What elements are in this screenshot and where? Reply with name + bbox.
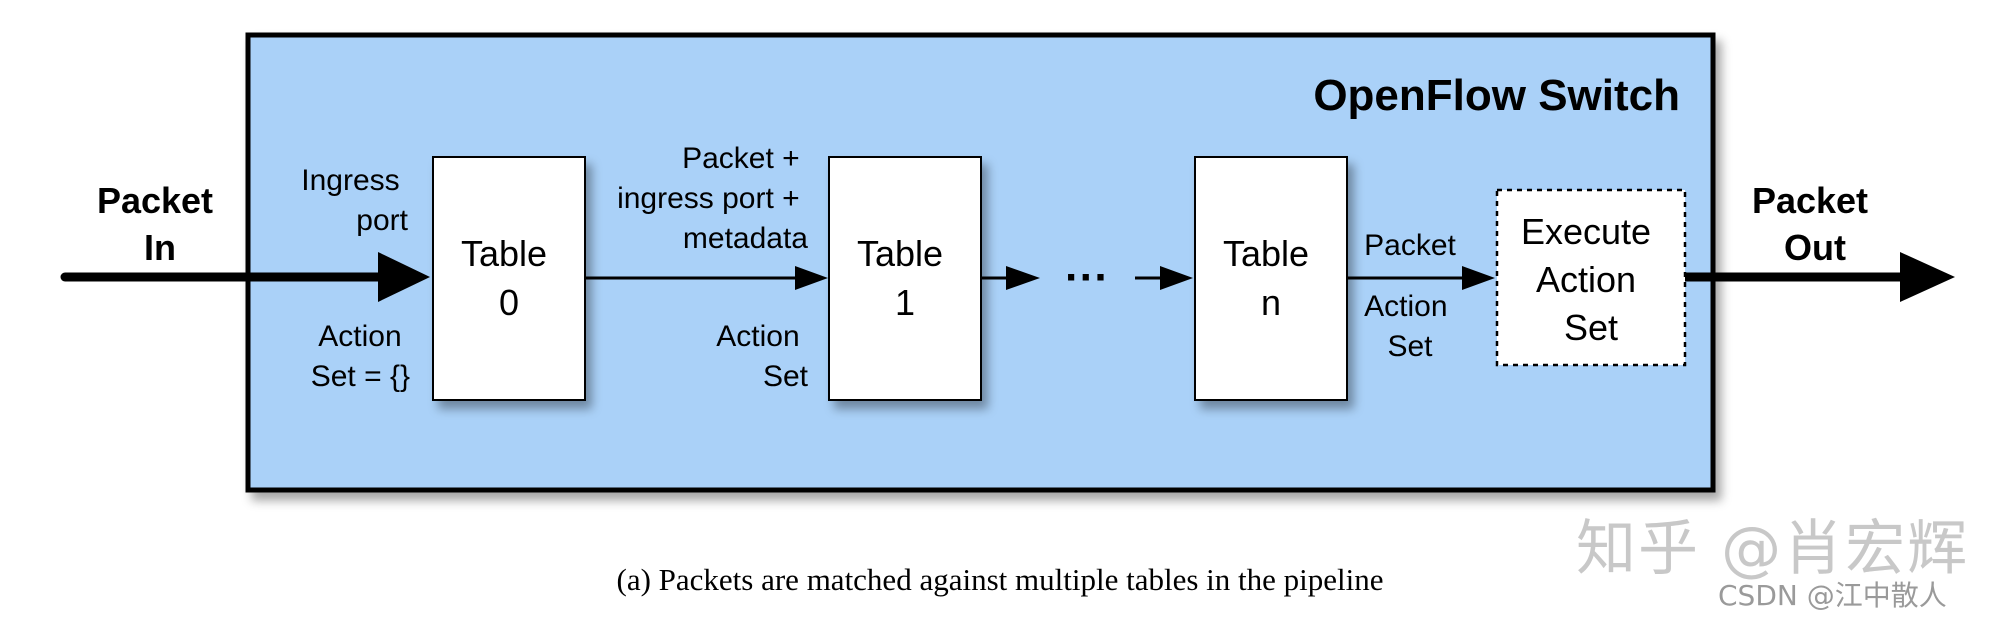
switch-title: OpenFlow Switch: [1313, 71, 1680, 120]
table-1-box: [828, 156, 982, 401]
packet-label: Packet: [1364, 229, 1456, 262]
action-set-mid-label: Action Set: [716, 320, 808, 393]
table-n-box: [1194, 156, 1348, 401]
action-set-end-label: Action Set: [1364, 290, 1456, 363]
table-0-label: Table 0: [461, 233, 557, 323]
table-0-box: [432, 156, 586, 401]
arrow-table1-ellipsis-head: [1006, 266, 1040, 290]
arrow-ellipsis-tablen-head: [1160, 266, 1193, 290]
figure-caption: (a) Packets are matched against multiple…: [616, 562, 1384, 597]
execute-action-set-box: [1495, 188, 1687, 367]
ellipsis: ···: [1065, 253, 1109, 302]
ingress-port-label: Ingress port: [301, 164, 408, 237]
table-1-label: Table 1: [857, 233, 953, 323]
execute-action-set-label: Execute Action Set: [1521, 211, 1661, 348]
packet-out-label: Packet Out: [1752, 180, 1878, 268]
table-n-label: Table n: [1223, 233, 1319, 323]
zhihu-watermark: 知乎 @肖宏辉: [1576, 514, 1970, 584]
packet-in-arrowhead: [378, 252, 430, 302]
arrow-table0-table1-head: [795, 266, 828, 290]
packet-ingress-metadata-label: Packet + ingress port + metadata: [617, 142, 808, 255]
packet-in-label: Packet In: [97, 180, 223, 268]
csdn-watermark: CSDN @江中散人: [1718, 579, 1947, 612]
arrow-tablen-execute-head: [1462, 266, 1495, 290]
packet-out-arrowhead: [1900, 252, 1955, 302]
action-set-initial-label: Action Set = {}: [311, 320, 410, 393]
